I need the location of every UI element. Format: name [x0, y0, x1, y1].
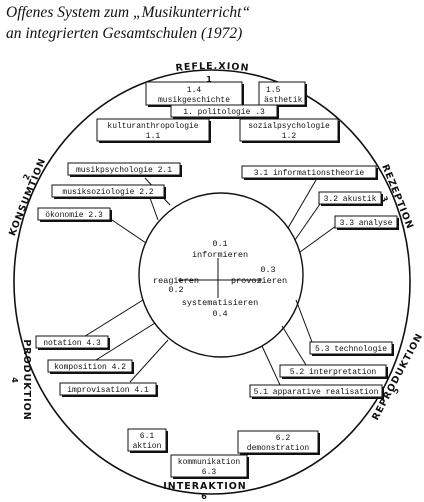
box-komposition: komposition 4.2 — [47, 359, 134, 374]
svg-text:6.1: 6.1 — [140, 432, 155, 441]
box-informationstheorie: 3.1 informationstheorie — [241, 165, 378, 180]
svg-text:5.2 interpretation: 5.2 interpretation — [290, 368, 377, 377]
box-politologie: 1. politologie .3 — [170, 104, 279, 119]
section-reproduktion-number: 5 — [391, 386, 402, 396]
box-improvisation: improvisation 4.1 — [59, 382, 158, 397]
svg-text:kulturanthropologie: kulturanthropologie — [107, 122, 198, 131]
center-informieren: informieren — [192, 250, 248, 260]
svg-text:5.1 apparative realisation: 5.1 apparative realisation — [254, 388, 379, 397]
svg-text:komposition 4.2: komposition 4.2 — [54, 363, 126, 372]
svg-text:musikpsychologie 2.1: musikpsychologie 2.1 — [76, 166, 172, 175]
box-aktion: 6.1 aktion — [127, 428, 168, 453]
svg-text:musiksoziologie 2.2: musiksoziologie 2.2 — [62, 188, 153, 197]
box-akustik: 3.2 akustik — [318, 191, 383, 206]
svg-text:kommunikation: kommunikation — [178, 458, 241, 467]
box-oekonomie: ökonomie 2.3 — [37, 207, 112, 222]
svg-text:3.1 informationstheorie: 3.1 informationstheorie — [254, 169, 365, 178]
svg-text:6.3: 6.3 — [202, 468, 217, 477]
box-kommunikation: kommunikation 6.3 — [170, 454, 249, 479]
section-interaktion-number: 6 — [201, 492, 207, 501]
section-interaktion-name: INTERAKTION — [163, 481, 247, 492]
section-produktion-number: 4 — [10, 377, 19, 383]
svg-text:notation 4.3: notation 4.3 — [43, 339, 101, 348]
center-systematisieren-number: 0.4 — [212, 309, 227, 319]
svg-text:aktion: aktion — [133, 442, 162, 451]
section-rezeption-number: 3 — [379, 195, 389, 204]
svg-text:ökonomie 2.3: ökonomie 2.3 — [45, 211, 103, 220]
section-konsumtion-number: 2 — [21, 173, 31, 182]
box-interpretation: 5.2 interpretation — [279, 364, 388, 379]
svg-text:1.5: 1.5 — [266, 86, 281, 95]
diagram-title-line-2: an integrierten Gesamtschulen (1972) — [6, 25, 243, 42]
box-demonstration: 6.2 demonstration — [237, 430, 320, 455]
box-musikgeschichte: 1.4 musikgeschichte — [145, 81, 244, 107]
svg-text:ästhetik: ästhetik — [264, 96, 303, 105]
box-analyse: 3.3 analyse — [334, 215, 399, 230]
center-provozieren: provozieren — [231, 276, 287, 286]
box-musikpsychologie: musikpsychologie 2.1 — [67, 162, 182, 177]
box-technologie: 5.3 technologie — [309, 341, 394, 356]
svg-text:3.3 analyse: 3.3 analyse — [340, 219, 393, 228]
section-produktion-name: PRODUKTION — [21, 339, 32, 420]
box-kulturanthropologie: kulturanthropologie 1.1 — [96, 118, 211, 143]
box-sozialpsychologie: sozialpsychologie 1.2 — [239, 118, 340, 143]
center-systematisieren: systematisieren — [182, 298, 259, 308]
section-reflexion-name: REFLE.XION — [175, 61, 250, 74]
center-reagieren-number: 0.2 — [168, 285, 183, 295]
section-konsumtion-name: KONSUMTION — [7, 157, 48, 238]
center-informieren-number: 0.1 — [212, 239, 227, 249]
svg-text:1.2: 1.2 — [282, 132, 297, 141]
box-apparative-realisation: 5.1 apparative realisation — [249, 384, 384, 399]
box-aesthetik: 1.5 ästhetik — [258, 81, 307, 107]
svg-text:1.1: 1.1 — [146, 132, 161, 141]
diagram-title-line-1: Offenes System zum „Musikunterricht“ — [6, 4, 251, 21]
outer-ellipse — [13, 69, 411, 495]
center-provozieren-number: 0.3 — [260, 265, 275, 275]
inner-circle — [138, 192, 304, 358]
box-musiksoziologie: musiksoziologie 2.2 — [51, 184, 166, 199]
center-cross — [178, 258, 262, 298]
svg-text:3.2 akustik: 3.2 akustik — [324, 195, 377, 204]
svg-text:demonstration: demonstration — [247, 444, 310, 453]
svg-text:musikgeschichte: musikgeschichte — [158, 96, 230, 105]
svg-text:6.2: 6.2 — [276, 434, 291, 443]
center-reagieren: reagieren — [153, 276, 199, 286]
svg-text:1. politologie .3: 1. politologie .3 — [183, 108, 265, 117]
section-reflexion-number: 1 — [206, 75, 212, 84]
svg-text:sozialpsychologie: sozialpsychologie — [248, 122, 330, 131]
svg-text:5.3 technologie: 5.3 technologie — [315, 345, 387, 354]
svg-text:improvisation 4.1: improvisation 4.1 — [67, 386, 149, 395]
svg-text:1.4: 1.4 — [187, 86, 202, 95]
box-notation: notation 4.3 — [35, 335, 110, 350]
connector-lines — [81, 177, 337, 386]
